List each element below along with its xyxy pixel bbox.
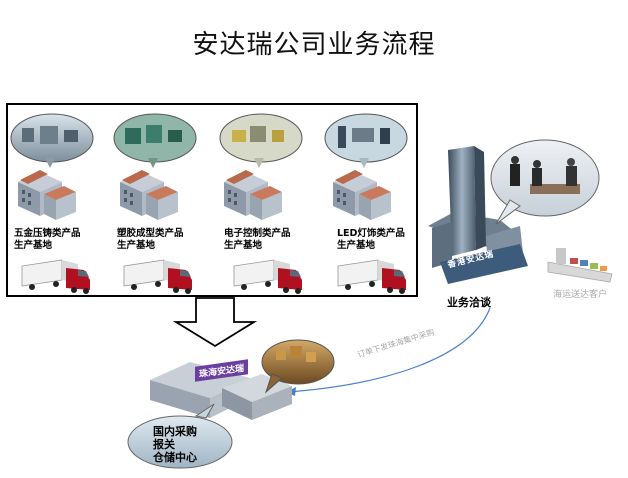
factory-icon: [224, 170, 282, 220]
base-label-plastic: 塑胶成型类产品 生产基地: [117, 228, 184, 252]
hub-functions: 国内采购 报关 仓储中心: [153, 425, 197, 464]
base-label-line: LED灯饰类产品: [337, 228, 405, 239]
hk-office-tower-icon: [428, 146, 528, 284]
factory-photo-bubble: [324, 113, 408, 168]
truck-icon: [21, 259, 90, 294]
factory-photo-bubble: [113, 113, 197, 168]
order-flow-arrow: [287, 307, 491, 393]
sea-shipping-label: 海运送达客户: [553, 290, 608, 300]
base-label-line: 生产基地: [337, 240, 376, 251]
factory-photo-bubble: [10, 113, 94, 168]
cargo-ship-icon: [547, 248, 613, 283]
hub-function-item: 国内采购: [153, 425, 197, 438]
base-label-line: 塑胶成型类产品: [117, 228, 184, 239]
down-arrow-icon: [172, 297, 258, 348]
base-label-line: 生产基地: [14, 240, 53, 251]
factory-icon: [333, 170, 391, 220]
page-title: 安达瑞公司业务流程: [192, 30, 436, 60]
business-talk-label: 业务洽谈: [447, 296, 491, 309]
warehouse-photo-bubble: [261, 339, 335, 394]
procurement-center-bubble: [127, 403, 233, 469]
base-label-line: 五金压铸类产品: [14, 228, 81, 239]
hub-function-item: 报关: [153, 438, 175, 451]
base-label-led: LED灯饰类产品 生产基地: [337, 228, 405, 252]
factory-photo-bubble: [219, 113, 303, 168]
truck-icon: [233, 259, 302, 294]
meeting-photo-bubble: [490, 139, 600, 225]
base-label-line: 生产基地: [224, 240, 263, 251]
hub-function-item: 仓储中心: [153, 451, 197, 464]
base-label-hardware: 五金压铸类产品 生产基地: [14, 228, 81, 252]
base-label-line: 生产基地: [117, 240, 156, 251]
base-label-line: 电子控制类产品: [224, 228, 291, 239]
factory-icon: [18, 170, 76, 220]
truck-icon: [337, 259, 406, 294]
truck-icon: [123, 259, 192, 294]
base-label-electronics: 电子控制类产品 生产基地: [224, 228, 291, 252]
factory-icon: [120, 170, 178, 220]
